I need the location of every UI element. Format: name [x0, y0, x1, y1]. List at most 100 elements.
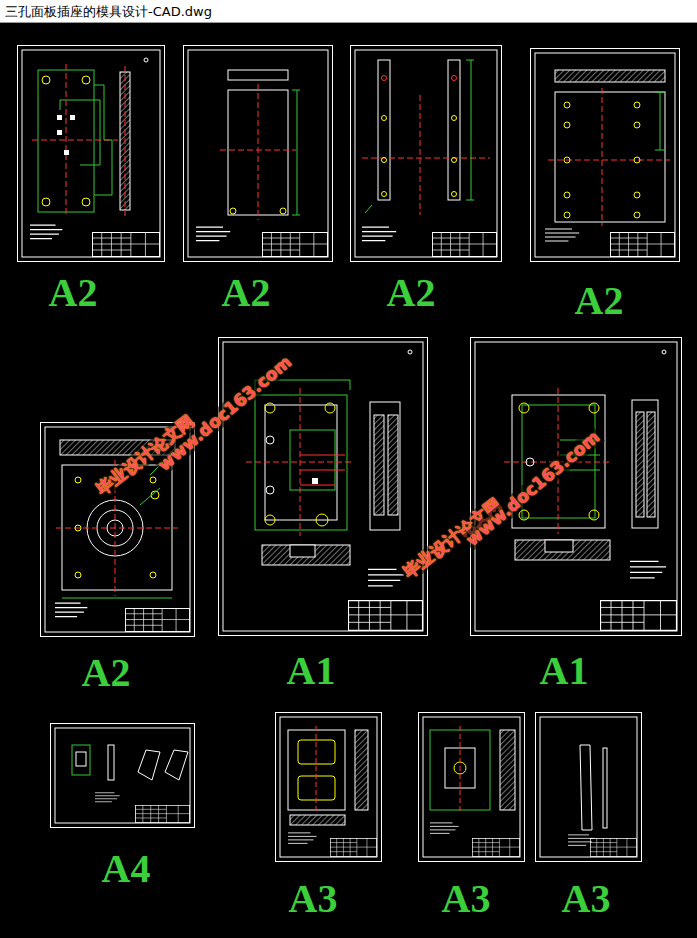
sheet-size-label: A3 — [562, 879, 611, 919]
drawing-rect — [76, 752, 86, 766]
drawing-circle — [564, 192, 570, 198]
drawing-rect — [262, 545, 350, 565]
sheet-size-label: A2 — [82, 653, 131, 693]
drawing-circle — [82, 76, 90, 84]
drawing-circle — [266, 486, 274, 494]
drawing-circle — [75, 525, 81, 531]
drawing-circle — [82, 198, 90, 206]
drawing-path — [300, 455, 345, 485]
sheet-size-label: A1 — [287, 651, 336, 691]
drawing-circle — [75, 572, 81, 578]
drawing-path — [365, 60, 474, 213]
drawing-line — [125, 66, 126, 216]
file-title: 三孔面板插座的模具设计-CAD.dwg — [5, 3, 212, 21]
drawing-line — [548, 160, 670, 161]
sheet-9-drawing — [280, 717, 377, 857]
sheet-size-label: A3 — [442, 879, 491, 919]
drawing-circle — [325, 403, 335, 413]
drawing-line — [56, 528, 178, 529]
drawing-line — [602, 88, 603, 226]
drawing-circle — [634, 157, 640, 163]
drawing-rect — [632, 400, 658, 528]
drawing-rect — [500, 730, 515, 810]
sheet-3-drawing — [355, 50, 497, 257]
title-bar: 三孔面板插座的模具设计-CAD.dwg — [0, 0, 697, 23]
drawing-circle — [150, 572, 156, 578]
drawing-sheet: A2 — [530, 48, 680, 262]
drawing-rect — [108, 745, 114, 780]
drawing-use — [430, 823, 459, 834]
drawing-circle — [519, 510, 529, 520]
drawing-use — [348, 600, 423, 631]
drawing-use — [545, 229, 579, 241]
drawing-circle — [452, 192, 457, 197]
drawing-use — [30, 225, 62, 239]
drawing-use — [472, 838, 520, 857]
drawing-rect — [70, 115, 75, 120]
sheet-10-drawing — [423, 717, 520, 857]
drawing-circle — [75, 477, 81, 483]
drawing-circle — [382, 158, 387, 163]
drawing-path — [655, 92, 665, 150]
sheet-size-label: A1 — [540, 651, 589, 691]
drawing-use — [262, 232, 328, 257]
drawing-circle — [452, 158, 457, 163]
drawing-rect — [647, 412, 655, 517]
drawing-rect — [540, 717, 637, 857]
drawing-line — [32, 140, 118, 141]
drawing-use — [630, 561, 666, 578]
drawing-rect — [228, 70, 288, 80]
drawing-circle — [564, 122, 570, 128]
drawing-rect — [298, 776, 335, 800]
drawing-line — [220, 150, 296, 151]
sheet-size-label: A2 — [49, 273, 98, 313]
drawing-rect — [555, 70, 665, 82]
drawing-sheet: A3 — [418, 712, 525, 862]
drawing-circle — [382, 192, 387, 197]
drawing-rect — [370, 402, 400, 530]
sheet-2-drawing — [188, 50, 328, 257]
drawing-rect — [57, 130, 62, 135]
drawing-circle — [144, 58, 148, 62]
drawing-circle — [662, 350, 666, 354]
drawing-use — [55, 603, 87, 617]
drawing-sheet: A2 — [17, 45, 165, 262]
drawing-rect — [188, 50, 328, 257]
drawing-rect — [636, 412, 644, 517]
watermark: 毕业设计论文网 — [398, 493, 507, 584]
drawing-circle — [589, 403, 599, 413]
drawing-use — [288, 833, 317, 844]
drawing-rect — [72, 745, 90, 775]
sheet-7-drawing — [475, 342, 677, 631]
drawing-rect — [290, 815, 345, 825]
drawing-use — [330, 838, 377, 857]
drawing-use — [432, 232, 497, 257]
watermark: www.doc163.com — [153, 350, 297, 475]
drawing-rect — [280, 717, 377, 857]
drawing-rect — [545, 540, 573, 552]
drawing-rect — [374, 415, 384, 515]
drawing-line — [66, 64, 67, 217]
drawing-circle — [265, 403, 275, 413]
watermark: www.doc163.com — [461, 425, 605, 550]
drawing-line — [460, 726, 461, 814]
drawing-use — [95, 793, 120, 802]
drawing-circle — [42, 76, 50, 84]
sheet-size-label: A4 — [102, 849, 151, 889]
drawing-rect — [535, 53, 675, 257]
sheet-size-label: A3 — [289, 879, 338, 919]
drawing-circle — [150, 477, 156, 483]
drawing-rect — [355, 50, 497, 257]
drawing-circle — [634, 212, 640, 218]
drawing-circle — [408, 350, 412, 354]
drawing-circle — [589, 510, 599, 520]
drawing-use — [600, 600, 677, 631]
drawing-rect — [475, 342, 677, 631]
sheet-size-label: A2 — [575, 281, 624, 321]
drawing-rect — [378, 60, 390, 200]
drawing-rect — [603, 748, 607, 828]
drawing-circle — [265, 515, 275, 525]
drawing-line — [246, 462, 352, 463]
drawing-circle — [452, 116, 457, 121]
